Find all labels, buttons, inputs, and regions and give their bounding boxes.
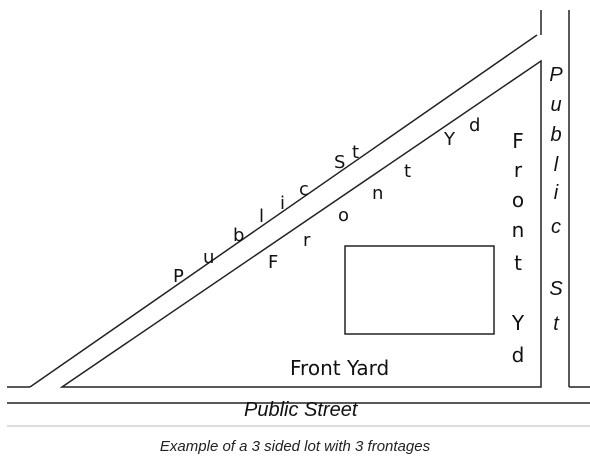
diagonal-street-label: P u b l i c S t xyxy=(173,142,359,287)
diagonal-street-letter: c xyxy=(299,179,309,200)
diagonal-front-letter: n xyxy=(372,183,383,204)
right-street-letter: i xyxy=(554,182,559,204)
right-front-letter: F xyxy=(512,129,524,153)
diagonal-front-letter: o xyxy=(338,205,349,226)
diagonal-street-letter: S xyxy=(334,152,345,173)
diagonal-street-letter: b xyxy=(233,225,244,246)
right-front-letter: d xyxy=(512,343,525,367)
building-footprint xyxy=(344,245,495,335)
right-street-label: P u b l i c S t xyxy=(549,64,563,335)
diagonal-street-letter: t xyxy=(352,142,359,163)
right-street-letter: b xyxy=(550,124,561,146)
right-front-yard-label: F r o n t Y d xyxy=(511,129,525,367)
front-yard-label: Front Yard xyxy=(290,356,389,380)
diagonal-front-letter: r xyxy=(303,230,311,251)
right-street-letter: t xyxy=(553,313,560,335)
diagonal-street-letter: P xyxy=(173,266,184,287)
diagonal-front-letter: Y xyxy=(443,129,456,150)
right-front-letter: Y xyxy=(511,311,525,335)
right-street-letter: P xyxy=(549,64,563,86)
bottom-street-label: Public Street xyxy=(244,399,359,421)
diagonal-front-letter: F xyxy=(268,252,278,273)
diagonal-front-yard-label: F r o n t Y d xyxy=(268,115,480,273)
right-street-letter: S xyxy=(549,278,563,300)
diagonal-front-letter: d xyxy=(469,115,480,136)
right-front-letter: r xyxy=(514,158,523,182)
right-street-letter: l xyxy=(554,154,559,176)
diagonal-street-letter: l xyxy=(259,206,264,227)
triangular-lot xyxy=(59,59,542,388)
right-street-letter: c xyxy=(551,216,561,238)
diagonal-front-letter: t xyxy=(404,161,411,182)
right-front-letter: o xyxy=(512,188,524,212)
right-street-letter: u xyxy=(550,94,561,116)
right-front-letter: t xyxy=(514,251,522,275)
diagonal-street-outer-edge xyxy=(29,34,538,388)
diagonal-street-letter: u xyxy=(203,247,214,268)
right-front-letter: n xyxy=(512,218,525,242)
figure-caption: Example of a 3 sided lot with 3 frontage… xyxy=(160,438,431,455)
street-lines xyxy=(7,10,590,404)
diagonal-street-letter: i xyxy=(280,193,285,214)
